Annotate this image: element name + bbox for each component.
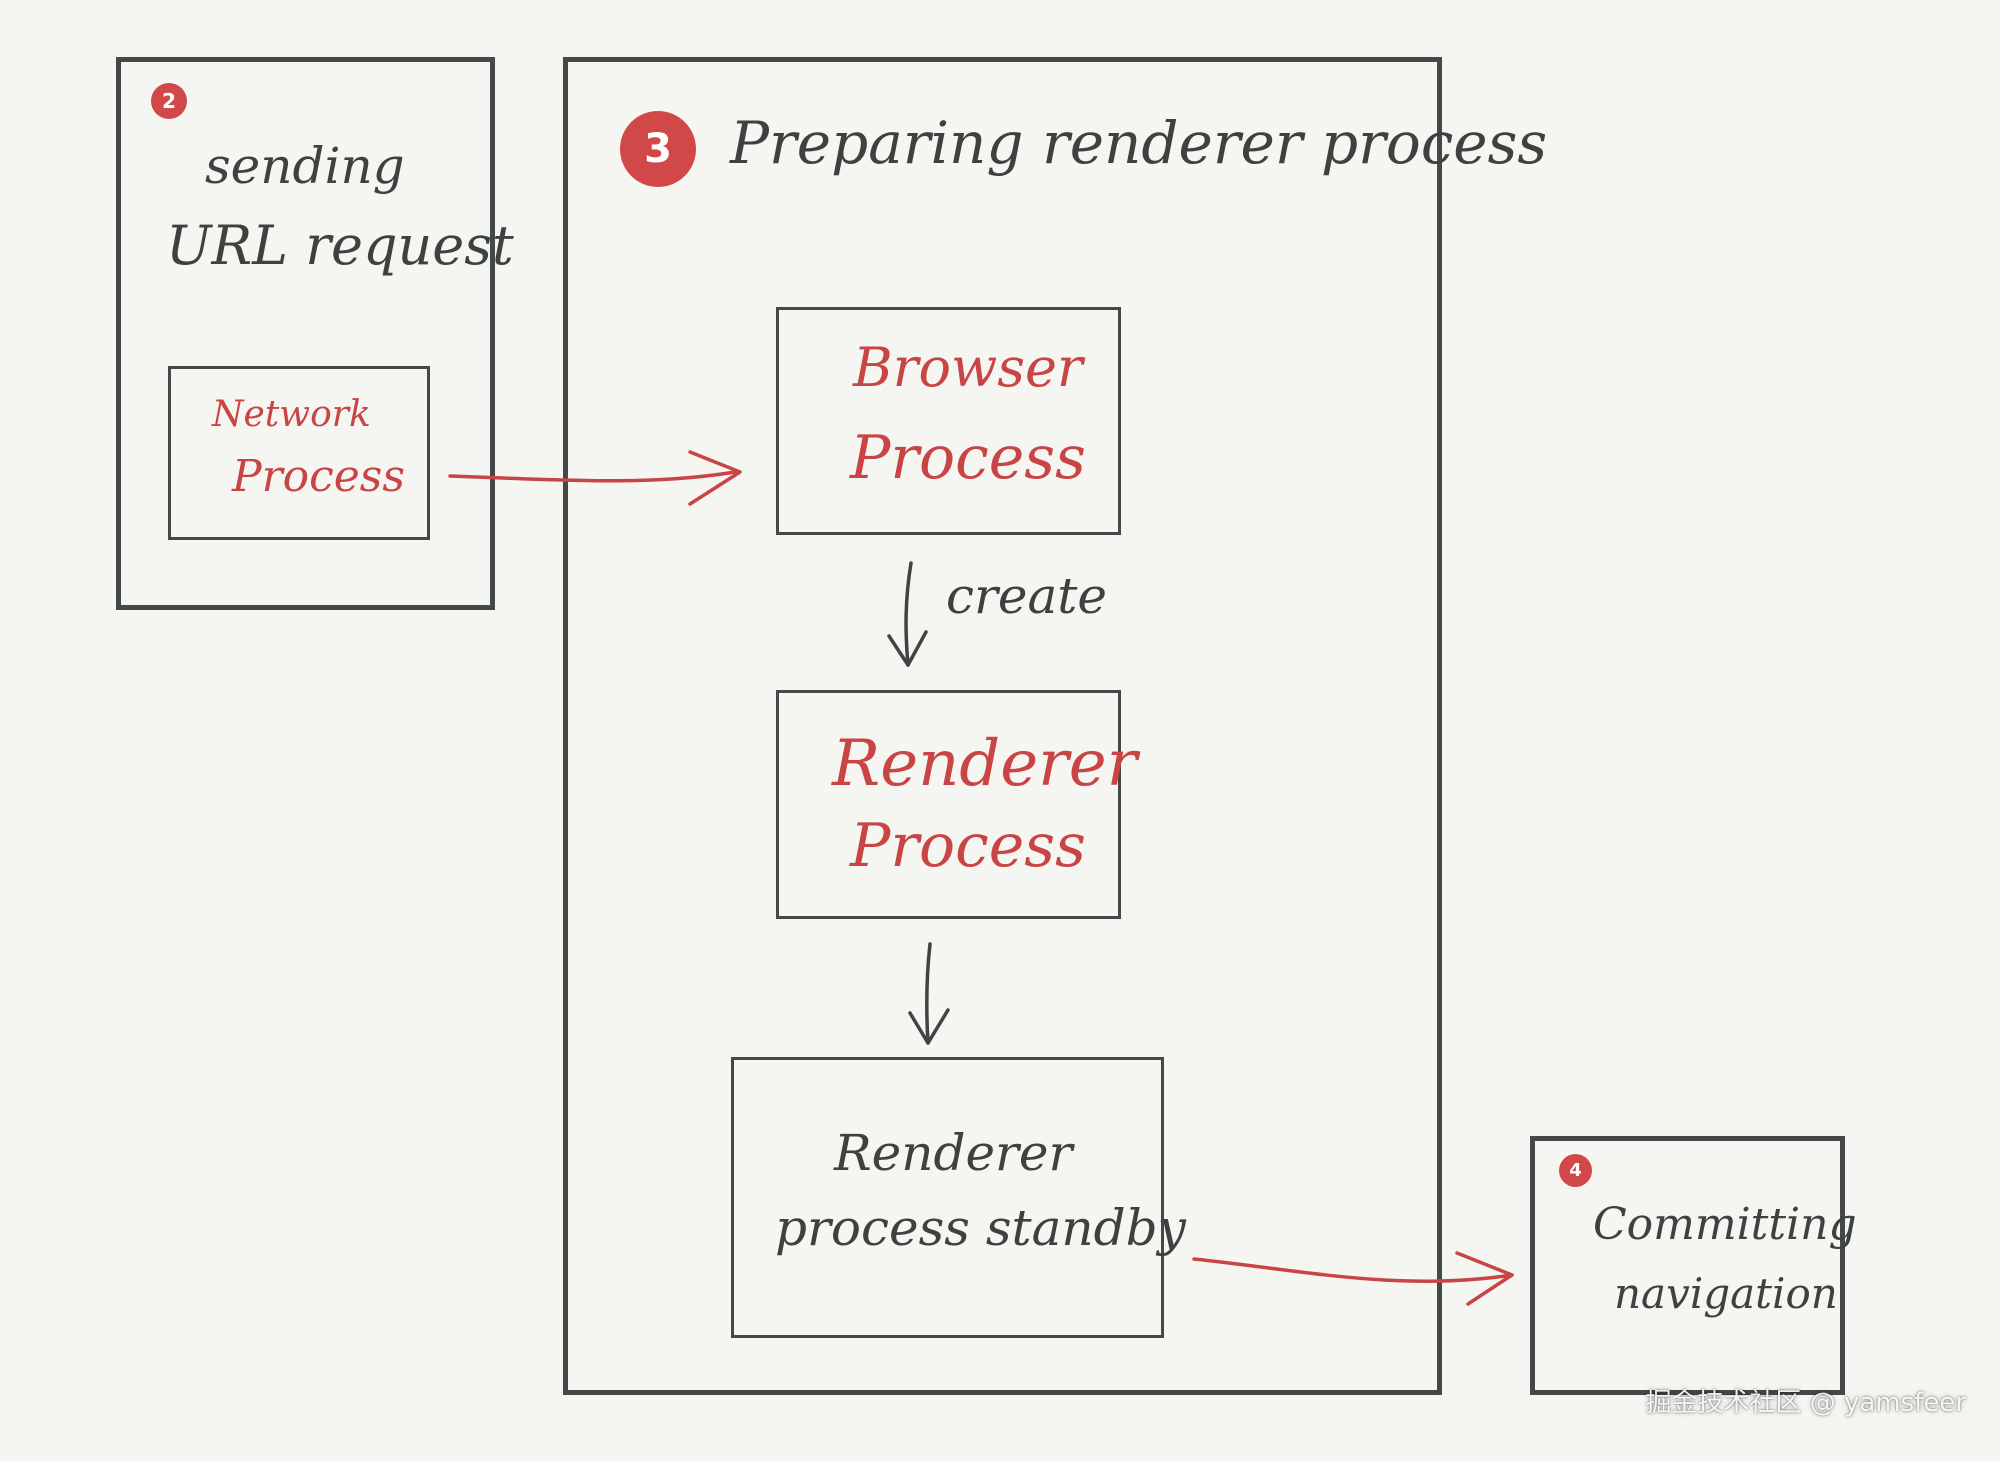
step3-title: Preparing renderer process xyxy=(730,109,1548,177)
network-process-line1: Network xyxy=(212,394,371,435)
renderer-process-line2: Process xyxy=(850,811,1086,881)
renderer-process-line1: Renderer xyxy=(832,727,1138,801)
step2-title-line2: URL request xyxy=(166,214,514,277)
renderer-standby-line1: Renderer xyxy=(834,1124,1073,1182)
browser-process-box xyxy=(776,307,1121,535)
watermark: 掘金技术社区 @ yamsfeer xyxy=(1645,1388,1966,1418)
step4-badge: 4 xyxy=(1559,1154,1592,1187)
step2-title-line1: sending xyxy=(205,137,405,195)
step4-panel xyxy=(1530,1136,1845,1395)
browser-process-line1: Browser xyxy=(853,336,1083,399)
renderer-process-box xyxy=(776,690,1121,919)
step4-line1: Committing xyxy=(1593,1199,1857,1250)
step2-badge: 2 xyxy=(151,83,187,119)
step3-badge: 3 xyxy=(620,111,696,187)
network-process-line2: Process xyxy=(232,451,405,502)
browser-process-line2: Process xyxy=(850,423,1086,493)
renderer-standby-line2: process standby xyxy=(775,1199,1186,1257)
network-process-box xyxy=(168,366,430,540)
renderer-standby-box xyxy=(731,1057,1164,1338)
step4-line2: navigation xyxy=(1614,1269,1838,1318)
step2-panel xyxy=(116,57,495,610)
step3-panel xyxy=(563,57,1442,1395)
create-label: create xyxy=(946,567,1107,625)
